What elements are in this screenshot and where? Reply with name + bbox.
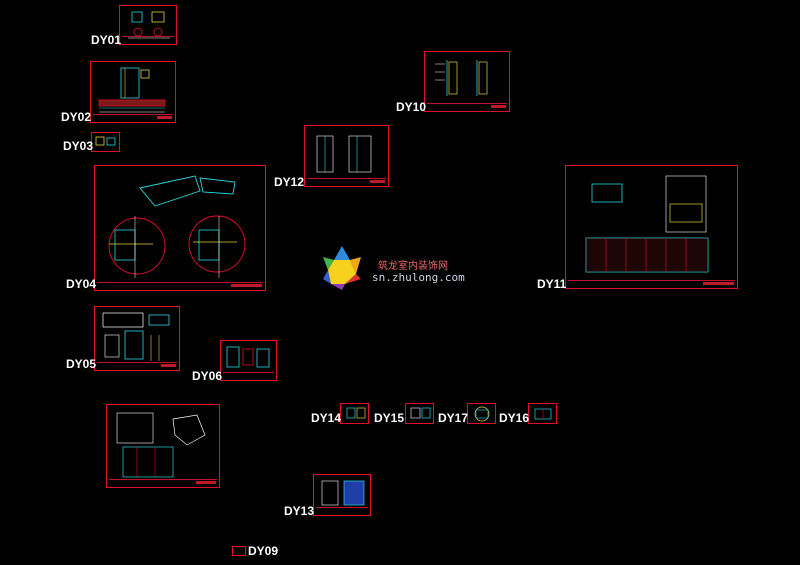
sheet-label-dy16: DY16 bbox=[499, 411, 530, 425]
sheet-dy06[interactable] bbox=[220, 340, 277, 381]
sheet-dy17-linework bbox=[474, 406, 490, 422]
sheet-dy14-linework bbox=[346, 407, 366, 419]
sheet-label-dy12: DY12 bbox=[274, 175, 305, 189]
sheet-dy15[interactable] bbox=[405, 403, 434, 424]
sheet-dy05-linework bbox=[102, 312, 170, 361]
watermark-url: sn.zhulong.com bbox=[372, 271, 465, 284]
sheet-label-dy17: DY17 bbox=[438, 411, 469, 425]
sheet-label-dy05: DY05 bbox=[66, 357, 97, 371]
sheet-dy10[interactable] bbox=[424, 51, 510, 112]
sheet-label-dy13: DY13 bbox=[284, 504, 315, 518]
sheet-dy10-linework bbox=[435, 60, 488, 96]
sheet-dy02[interactable] bbox=[90, 61, 176, 123]
sheet-label-dy14: DY14 bbox=[311, 411, 342, 425]
sheet-dy06-linework bbox=[226, 346, 270, 368]
sheet-dy02-linework bbox=[98, 67, 166, 113]
sheet-dy03[interactable] bbox=[91, 132, 120, 152]
sheet-dy11[interactable] bbox=[565, 165, 738, 289]
sheet-label-dy06: DY06 bbox=[192, 369, 223, 383]
sheet-dy16[interactable] bbox=[528, 403, 557, 424]
sheet-label-dy02: DY02 bbox=[61, 110, 92, 124]
sheet-label-dy10: DY10 bbox=[396, 100, 427, 114]
sheet-label-dy04: DY04 bbox=[66, 277, 97, 291]
sheet-label-dy09: DY09 bbox=[248, 544, 279, 558]
sheet-dy14[interactable] bbox=[340, 403, 369, 424]
sheet-dy13[interactable] bbox=[313, 474, 371, 516]
sheet-dy16-linework bbox=[534, 408, 552, 420]
sheet-unlabeled[interactable] bbox=[106, 404, 220, 488]
sheet-dy13-linework bbox=[321, 480, 365, 506]
sheet-dy05[interactable] bbox=[94, 306, 180, 371]
sheet-dy17[interactable] bbox=[467, 403, 496, 424]
sheet-dy09[interactable] bbox=[232, 546, 246, 556]
sheet-unlabeled-linework bbox=[116, 412, 206, 478]
sheet-dy15-linework bbox=[410, 407, 431, 419]
sheet-dy01[interactable] bbox=[119, 5, 177, 45]
sheet-dy04-linework bbox=[108, 175, 246, 278]
sheet-label-dy01: DY01 bbox=[91, 33, 122, 47]
sheet-dy04[interactable] bbox=[94, 165, 266, 291]
sheet-label-dy15: DY15 bbox=[374, 411, 405, 425]
sheet-dy03-linework bbox=[95, 136, 116, 146]
sheet-label-dy11: DY11 bbox=[537, 277, 567, 291]
sheet-label-dy03: DY03 bbox=[63, 139, 94, 153]
zhulong-logo bbox=[323, 246, 361, 290]
watermark-site-name: 筑龙室内装饰网 bbox=[378, 261, 448, 272]
sheet-dy12-linework bbox=[316, 135, 372, 173]
sheet-dy11-linework bbox=[585, 175, 709, 273]
sheet-dy12[interactable] bbox=[304, 125, 389, 187]
